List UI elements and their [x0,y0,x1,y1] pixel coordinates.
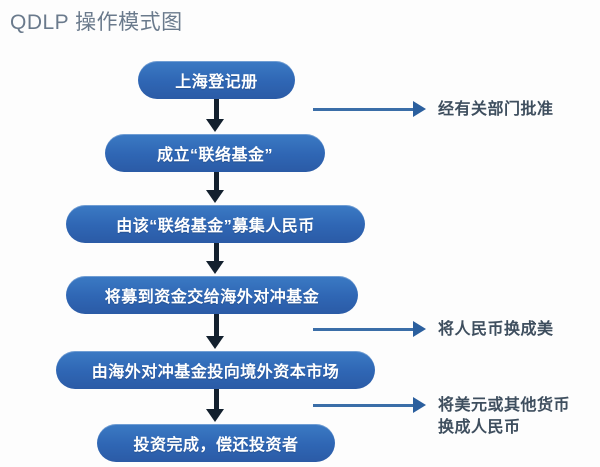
connector-line-2-3 [214,172,219,192]
flow-node-label: 将募到资金交给海外对冲基金 [104,289,320,306]
annotation-line: 将人民币换成美 [438,321,554,338]
annotation-approval-by-authorities: 经有关部门批准 [438,99,554,121]
connector-line-4-5 [214,314,219,338]
flow-node-establish-liaison-fund[interactable]: 成立“联络基金” [105,134,325,172]
connector-arrowhead-4-5 [206,336,224,349]
annotation-line: 将美元或其他货币 [438,397,571,414]
annotation-arrow-line-3 [313,404,414,407]
flow-node-label: 投资完成，偿还投资者 [133,437,299,454]
flow-node-invest-offshore-capital-market[interactable]: 由海外对冲基金投向境外资本市场 [56,351,375,389]
page-title: QDLP 操作模式图 [10,11,183,34]
annotation-convert-rmb-to-usd: 将人民币换成美 [438,319,554,341]
flow-node-complete-and-repay-investors[interactable]: 投资完成，偿还投资者 [97,424,335,462]
flow-node-label: 由该“联络基金”募集人民币 [116,218,315,235]
annotation-convert-usd-to-rmb: 将美元或其他货币 换成人民币 [438,395,570,438]
connector-arrowhead-5-6 [206,409,224,422]
flow-node-label: 上海登记册 [175,74,258,91]
annotation-arrow-line-1 [313,108,414,111]
connector-line-1-2 [214,99,219,121]
connector-arrowhead-1-2 [206,119,224,132]
flow-node-shanghai-registration[interactable]: 上海登记册 [138,61,295,99]
flow-node-label: 由海外对冲基金投向境外资本市场 [91,364,340,381]
annotation-line: 经有关部门批准 [438,101,554,118]
connector-arrowhead-3-4 [206,261,224,274]
connector-arrowhead-2-3 [206,190,224,203]
annotation-arrow-head-3 [413,397,426,413]
annotation-arrow-head-2 [413,321,426,337]
annotation-arrow-line-2 [313,328,414,331]
annotation-line: 换成人民币 [438,418,521,436]
connector-line-5-6 [214,389,219,411]
flow-node-label: 成立“联络基金” [156,147,273,164]
flow-node-raise-rmb[interactable]: 由该“联络基金”募集人民币 [66,205,365,243]
flow-node-transfer-to-offshore-hedge-fund[interactable]: 将募到资金交给海外对冲基金 [66,276,358,314]
connector-line-3-4 [214,243,219,263]
annotation-arrow-head-1 [413,101,426,117]
